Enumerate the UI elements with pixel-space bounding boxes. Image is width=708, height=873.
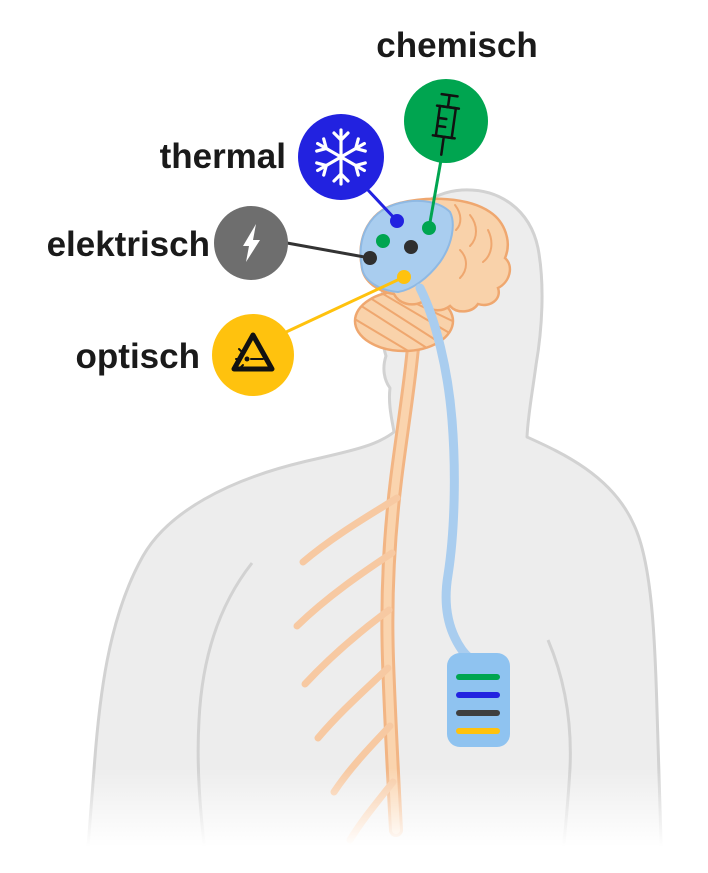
label-elektrisch: elektrisch — [47, 225, 210, 264]
connector-chemisch — [427, 159, 443, 229]
laser-warning-icon — [231, 332, 275, 372]
brain-gyrus — [469, 214, 477, 247]
brain-gyrus — [459, 249, 467, 279]
cerebellum-stripe — [363, 293, 446, 347]
snowflake-icon — [315, 128, 367, 186]
brain-gyrus — [482, 229, 493, 263]
lightning-icon — [243, 224, 260, 262]
cerebellum-stripe — [355, 299, 431, 351]
nerve-branch — [293, 549, 396, 630]
spinal-cord-core — [383, 302, 420, 834]
connector-optisch — [283, 275, 405, 335]
electrode-dot-chemisch — [376, 234, 390, 248]
electrode-dot-optisch — [397, 270, 411, 284]
label-chemisch: chemisch — [376, 26, 537, 65]
electrode-dot-thermal — [390, 214, 404, 228]
cerebellum-stripe — [355, 314, 416, 351]
optisch-badge — [212, 314, 294, 396]
bottom-fade — [0, 768, 708, 873]
brain-gyrus — [454, 204, 462, 231]
label-thermal: thermal — [160, 137, 286, 176]
implant-device — [447, 653, 510, 747]
elektrisch-badge — [214, 206, 288, 280]
chemisch-badge — [404, 79, 488, 163]
electrode-dots — [363, 214, 436, 284]
cerebellum-stripe — [377, 291, 453, 339]
connector-thermal — [365, 187, 399, 223]
nerve-branch — [314, 664, 392, 742]
label-optisch: optisch — [76, 337, 200, 376]
electrode-dot-elektrisch — [404, 240, 418, 254]
electrode-dot-chemisch — [422, 221, 436, 235]
nerve-branch — [301, 606, 393, 688]
electrode-dot-elektrisch — [363, 251, 377, 265]
connector-elektrisch — [286, 241, 371, 260]
syringe-icon — [431, 92, 461, 156]
nerve-branch — [299, 494, 401, 566]
thermal-badge — [298, 114, 384, 200]
implant-cable — [415, 283, 481, 665]
